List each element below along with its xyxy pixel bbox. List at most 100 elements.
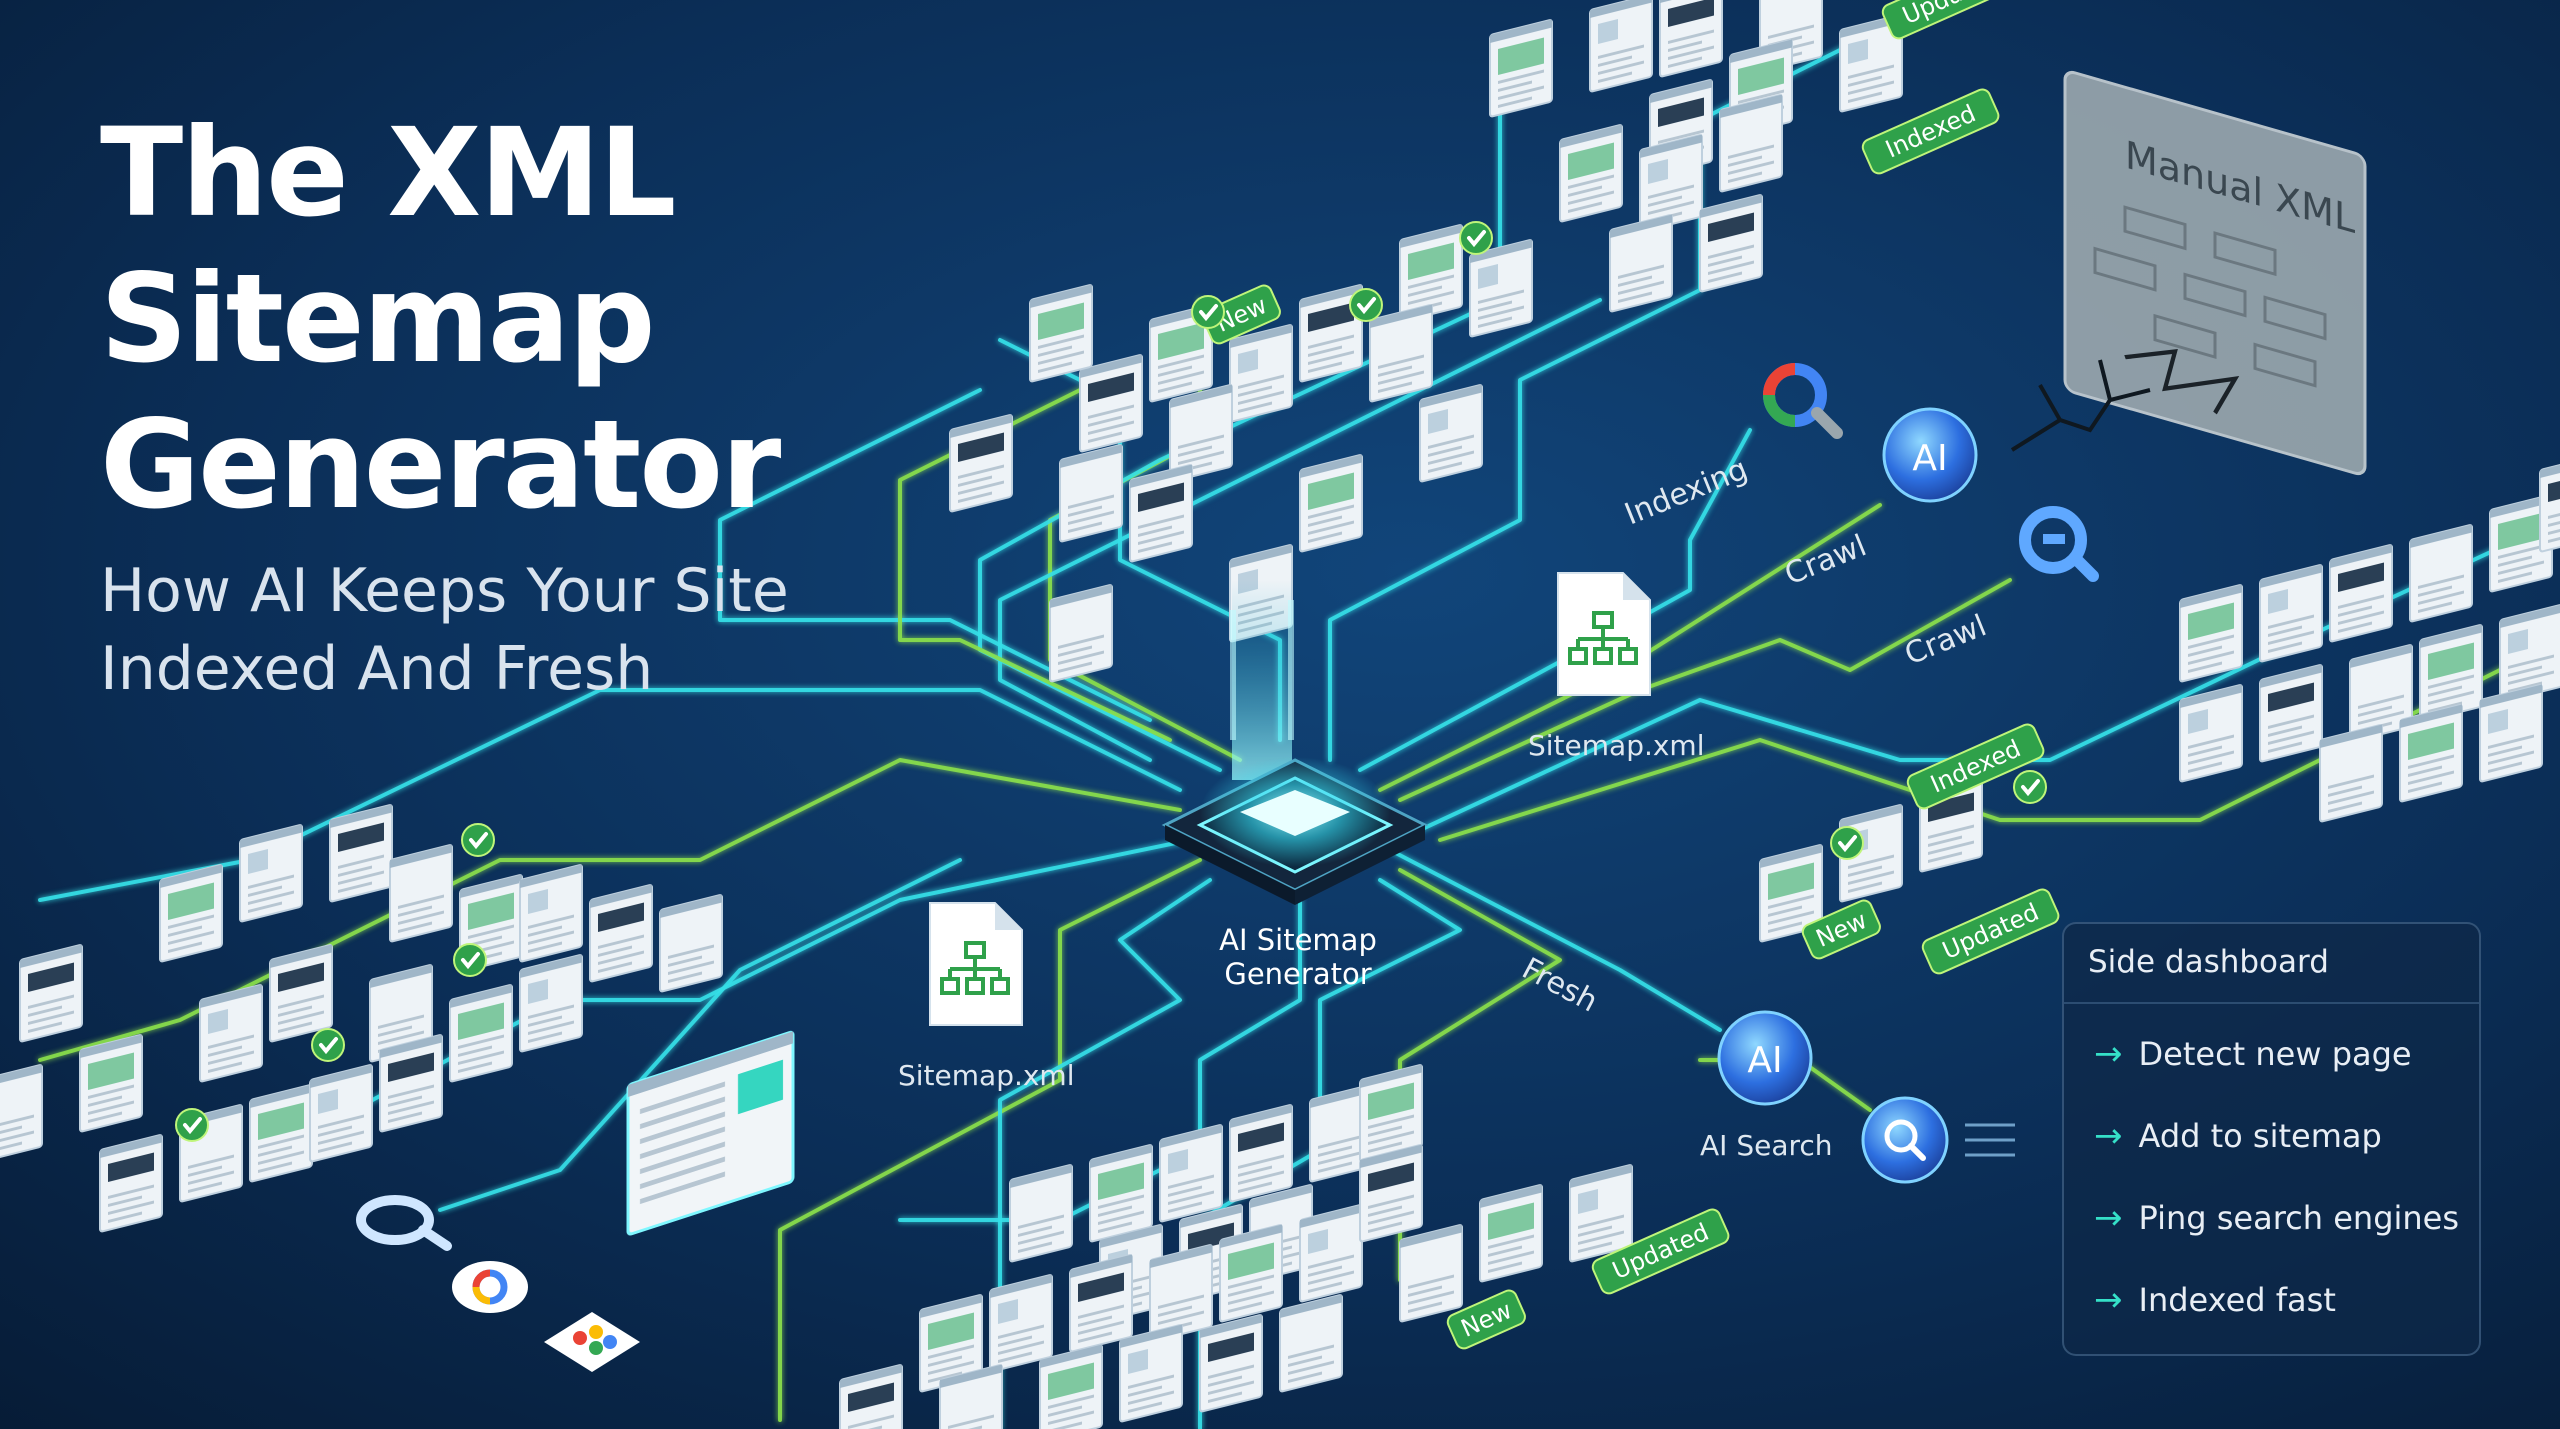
page-card [1149,304,1213,403]
hero-title-line: Sitemap [100,248,656,390]
page-card [1079,354,1143,453]
page-card [1119,1324,1183,1423]
page-card [1639,134,1703,233]
arrow-right-icon: → [2094,1116,2123,1156]
connection-line [1398,578,2012,802]
check-icon [453,943,487,977]
dashboard-divider [2064,1002,2479,1004]
page-card [1299,284,1363,383]
page-card [1159,1124,1223,1223]
page-card [1359,1064,1423,1163]
connection-line [998,298,1602,762]
page-card [1589,0,1653,93]
connection-line [38,758,1182,1062]
check-icon [461,823,495,857]
page-card [389,844,453,943]
check-icon [1459,221,1493,255]
page-card [449,984,513,1083]
check-icon [1830,826,1864,860]
page-card [1699,194,1763,293]
check-icon [311,1028,345,1062]
page-card [1719,94,1783,193]
page-card [1609,214,1673,313]
side-dashboard: Side dashboard →Detect new page →Add to … [2062,922,2481,1356]
page-card [2349,644,2413,743]
page-card [99,1134,163,1233]
page-card [1039,1344,1103,1429]
hero-subtitle-line: Indexed And Fresh [100,634,654,704]
page-card [1229,324,1293,423]
page-card [1169,384,1233,483]
check-icon [2013,770,2047,804]
page-card [1569,1164,1633,1263]
sitemap-file-icon [1557,572,1651,696]
page-card [1309,1084,1373,1183]
connection-line [38,688,1182,902]
page-card [309,1064,373,1163]
page-card [659,894,723,993]
check-icon [1349,288,1383,322]
page-card [949,414,1013,513]
page-card [199,984,263,1083]
dashboard-item: →Ping search engines [2094,1198,2460,1238]
page-card [1399,224,1463,323]
page-card [1029,284,1093,383]
page-card [1469,239,1533,338]
dashboard-item: →Detect new page [2094,1034,2412,1074]
page-card [2259,564,2323,663]
page-card [1129,464,1193,563]
page-card [2479,684,2543,783]
hub-label-line1: AI Sitemap [1219,923,1377,957]
dashboard-item: →Add to sitemap [2094,1116,2382,1156]
sitemap-label: Sitemap.xml [898,1059,1075,1092]
page-card [919,1294,983,1393]
svg-text:AI: AI [1747,1040,1782,1081]
page-card [1369,304,1433,403]
connection-line [1358,428,1752,772]
ai-sitemap-generator-hub [1161,580,1429,905]
arrow-right-icon: → [2094,1034,2123,1074]
page-card [2489,494,2553,593]
page-card [239,824,303,923]
page-card [989,1274,1053,1373]
check-icon [1191,295,1225,329]
arrow-right-icon: → [2094,1198,2123,1238]
hero-title-line: The XML [100,102,677,244]
page-card [839,1364,903,1429]
page-card [589,884,653,983]
hero-title-line: Generator [100,394,781,536]
ai-orb-icon: AI [1882,407,1978,503]
page-card [2259,664,2323,763]
search-icon [356,1195,452,1251]
ai-orb-icon: AI [1717,1010,1813,1106]
google-icon [452,1261,528,1313]
crack-lines [2010,359,2151,452]
page-card [1299,1204,1363,1303]
page-card [1069,1254,1133,1353]
hero-title: The XML Sitemap Generator [100,100,781,538]
page-card [2319,724,2383,823]
page-card [2539,454,2560,553]
hero-subtitle-line: How AI Keeps Your Site [100,556,789,626]
ai-search-label: AI Search [1700,1129,1833,1162]
page-card [1659,0,1723,78]
page-card [0,1064,43,1163]
app-icon [544,1312,640,1372]
flow-labels: Sitemap.xml Sitemap.xml AI Sitemap Gener… [898,452,1991,1162]
check-icon [175,1108,209,1142]
page-card [1479,1184,1543,1283]
page-card [1199,1314,1263,1413]
page-card [519,954,583,1053]
check-marks [175,221,2047,1142]
page-card [2329,544,2393,643]
dashboard-title: Side dashboard [2088,944,2329,980]
page-card [2399,704,2463,803]
dashboard-item: →Indexed fast [2094,1280,2336,1320]
page-card [939,1364,1003,1429]
hub-label-line2: Generator [1224,957,1371,991]
page-card [1089,1144,1153,1243]
page-card [159,864,223,963]
sitemap-file-icon [929,902,1023,1026]
